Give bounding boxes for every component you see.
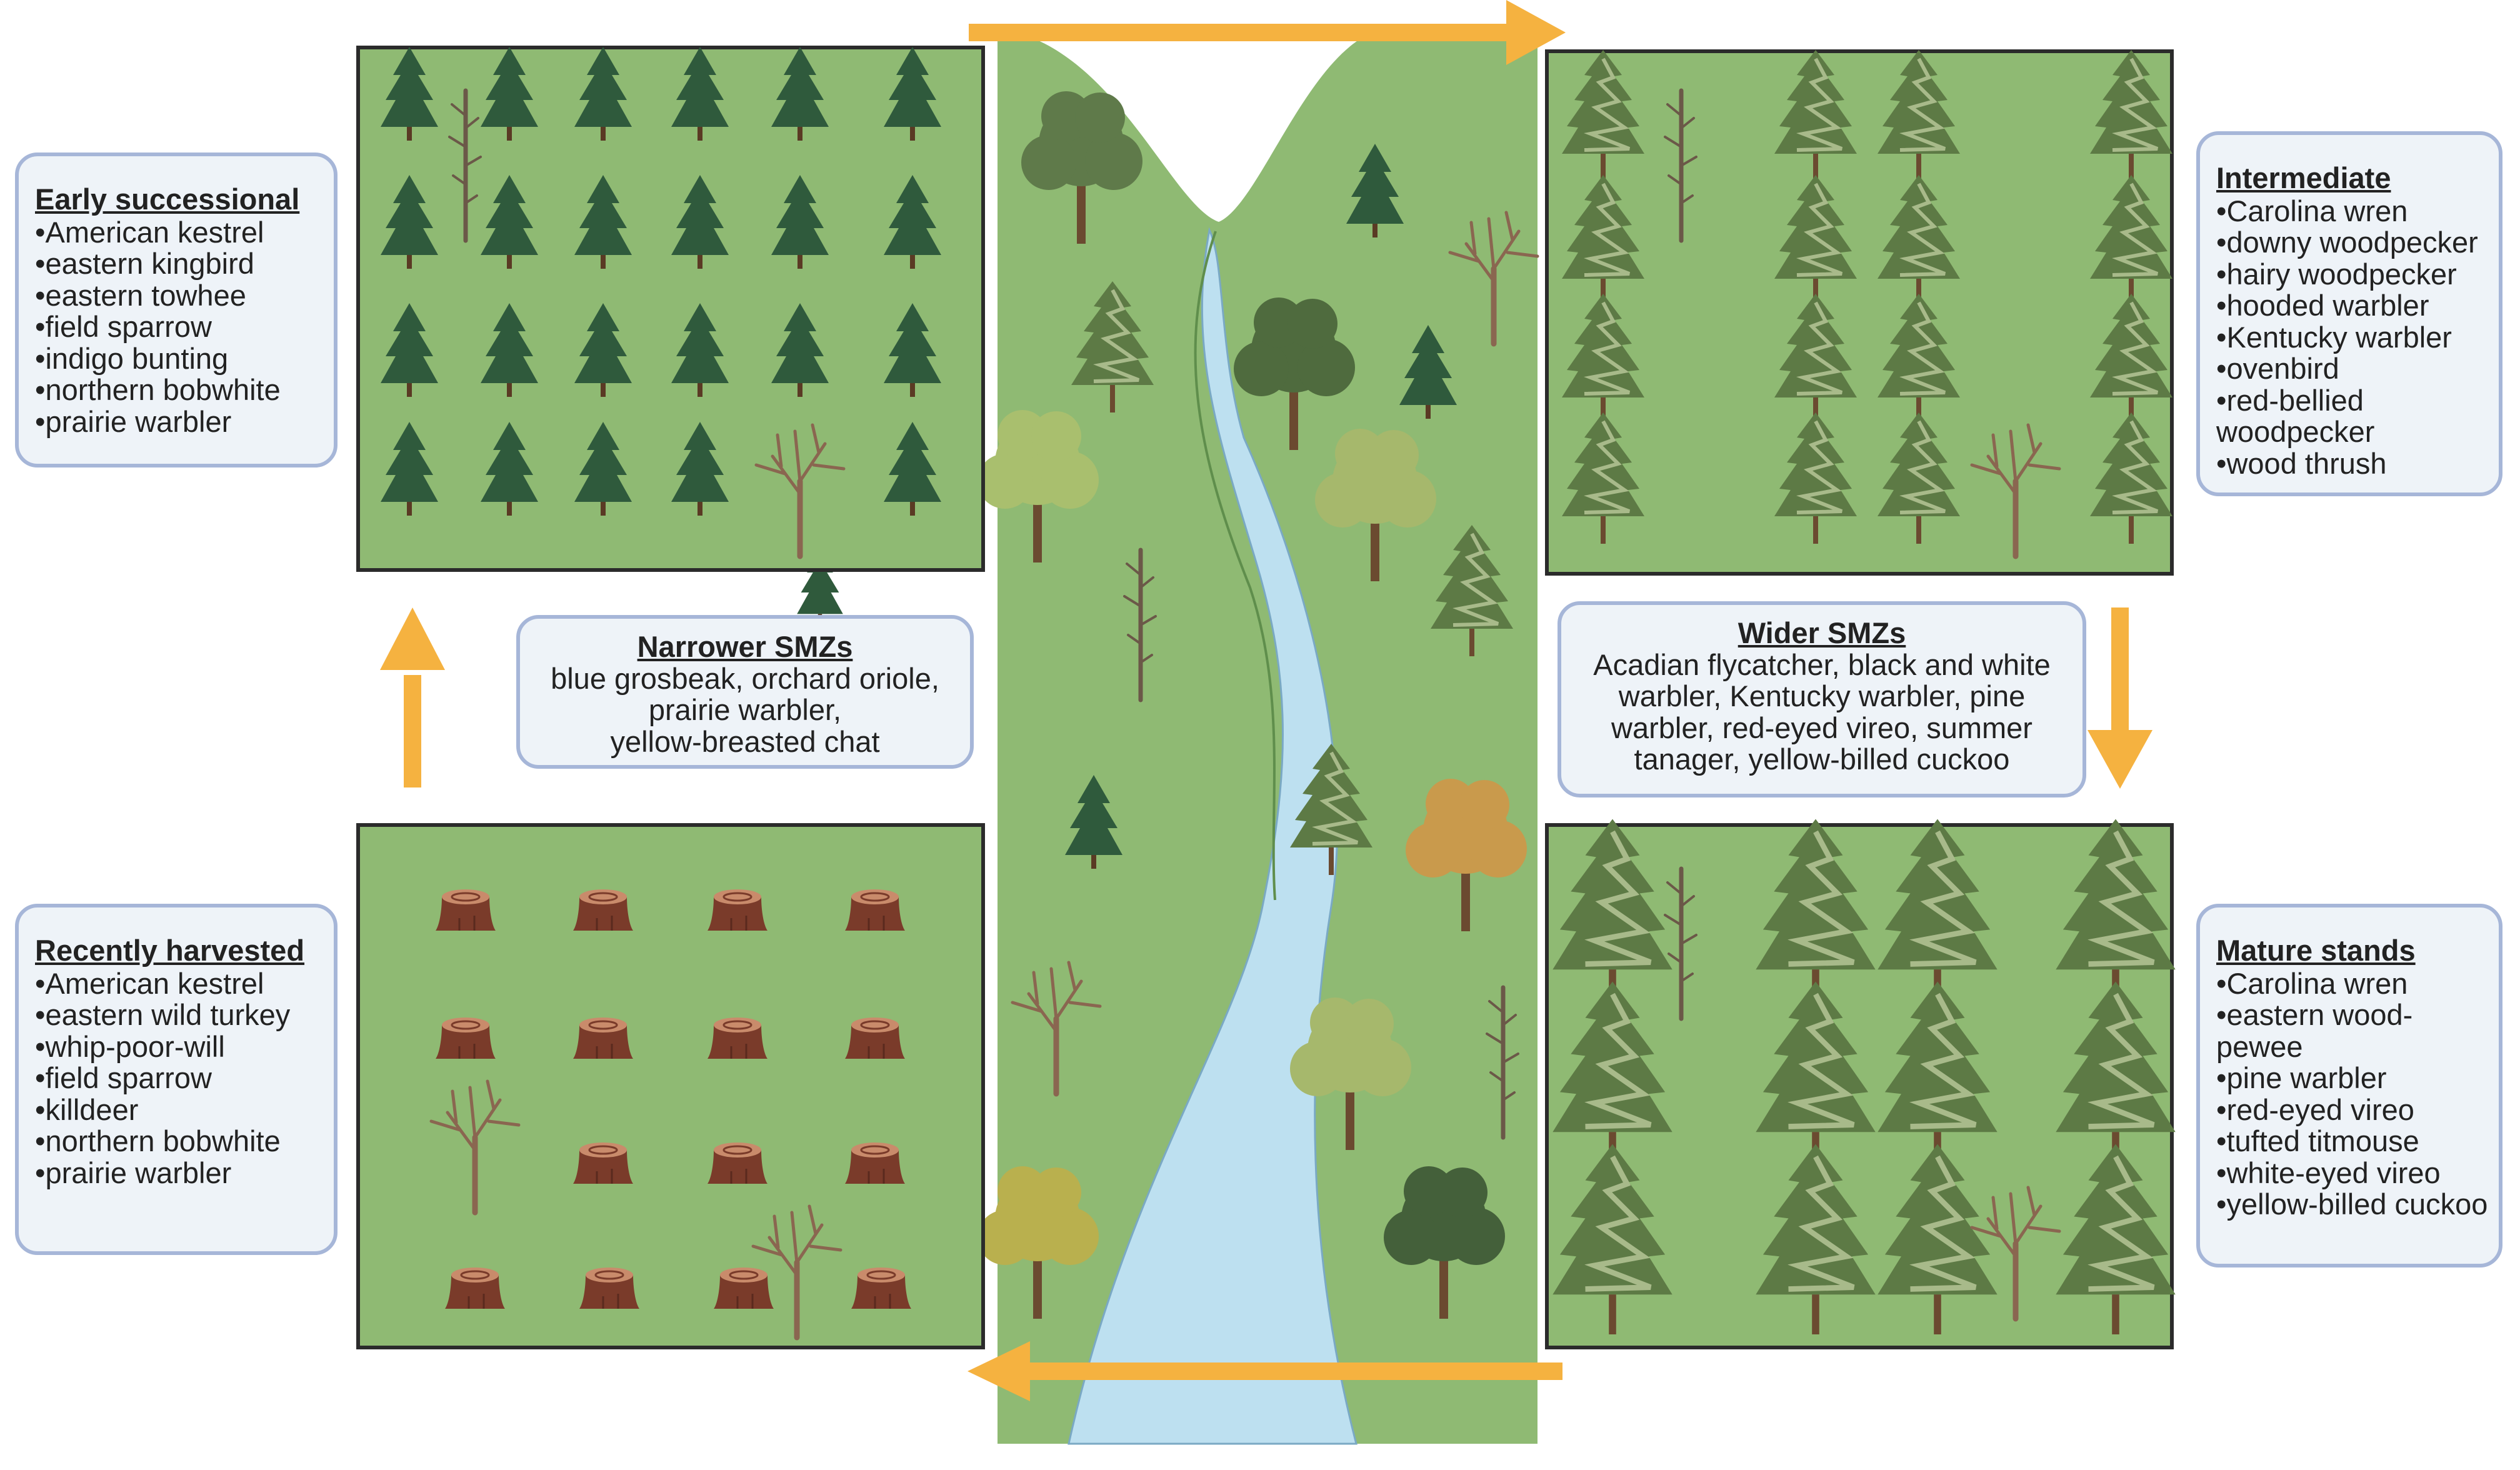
tree-stump-icon <box>706 888 769 932</box>
tree-stump-icon <box>434 888 497 932</box>
species-item: tufted titmouse <box>2216 1125 2499 1158</box>
tree-stump-icon <box>850 1266 912 1310</box>
cycle-arrow-icon <box>380 608 445 788</box>
species-item: Carolina wren <box>2216 968 2499 1000</box>
wider-smz-line: tanager, yellow-billed cuckoo <box>1634 742 2010 776</box>
panel-mature-stands <box>1545 819 2176 1349</box>
narrower-smz-line: blue grosbeak, orchard oriole, <box>551 661 939 695</box>
species-item: Carolina wren <box>2216 195 2499 228</box>
tree-stump-icon <box>706 1141 769 1185</box>
species-item: eastern towhee <box>35 279 334 312</box>
species-item: eastern kingbird <box>35 248 334 280</box>
species-item: red-eyed vireo <box>2216 1094 2499 1126</box>
tree-stump-icon <box>578 1266 641 1310</box>
panel-early-successional <box>356 46 985 572</box>
species-item: prairie warbler <box>35 406 334 438</box>
harvested-species-list: American kestrel eastern wild turkey whi… <box>35 968 334 1189</box>
species-item: hooded warbler <box>2216 289 2499 322</box>
tree-stump-icon <box>844 888 906 932</box>
tree-stump-icon <box>572 1016 634 1060</box>
tree-stump-icon <box>844 1016 906 1060</box>
species-item: Kentucky warbler <box>2216 321 2499 354</box>
recently-harvested-box: Recently harvested American kestrel east… <box>15 904 338 1255</box>
cycle-arrow-icon <box>2088 608 2152 789</box>
panel-recently-harvested <box>356 823 985 1349</box>
panel-intermediate <box>1545 49 2174 576</box>
tree-stump-icon <box>844 1141 906 1185</box>
panel-ground <box>356 46 985 572</box>
intermediate-title: Intermediate <box>2216 161 2391 194</box>
wider-smz-line: Acadian flycatcher, black and white <box>1593 648 2051 681</box>
valley-gap <box>1031 38 1362 222</box>
species-item: wood thrush <box>2216 448 2499 480</box>
mature-stands-box: Mature stands Carolina wren eastern wood… <box>2196 904 2502 1268</box>
tree-stump-icon <box>572 888 634 932</box>
tree-stump-icon <box>572 1141 634 1185</box>
cycle-arrow-icon <box>969 0 1566 65</box>
narrower-smz-line: prairie warbler, <box>648 693 842 726</box>
species-item: downy woodpecker <box>2216 226 2499 259</box>
species-item: pine warbler <box>2216 1062 2499 1094</box>
species-item: field sparrow <box>35 1062 334 1094</box>
early-species-list: American kestrel eastern kingbird easter… <box>35 216 334 438</box>
narrower-smz-title: Narrower SMZs <box>637 630 853 663</box>
species-item: ovenbird <box>2216 352 2499 385</box>
mature-species-list: Carolina wren eastern wood-pewee pine wa… <box>2216 968 2499 1221</box>
species-item: prairie warbler <box>35 1157 334 1189</box>
tree-stump-icon <box>444 1266 506 1310</box>
river-icon <box>1068 227 1358 1445</box>
narrower-smz-box: Narrower SMZs blue grosbeak, orchard ori… <box>516 615 974 769</box>
species-item: hairy woodpecker <box>2216 258 2499 291</box>
cycle-arrows <box>380 0 2152 1401</box>
species-item: red-bellied woodpecker <box>2216 384 2499 448</box>
tree-stump-icon <box>706 1016 769 1060</box>
species-item: eastern wood-pewee <box>2216 999 2499 1062</box>
wider-smz-box: Wider SMZs Acadian flycatcher, black and… <box>1558 601 2086 798</box>
wider-smz-line: warbler, red-eyed vireo, summer <box>1611 711 2032 744</box>
species-item: killdeer <box>35 1094 334 1126</box>
species-item: yellow-billed cuckoo <box>2216 1188 2499 1221</box>
cycle-arrow-icon <box>968 1341 1562 1401</box>
species-item: indigo bunting <box>35 342 334 375</box>
species-item: northern bobwhite <box>35 1125 334 1158</box>
species-item: American kestrel <box>35 216 334 249</box>
mature-stands-title: Mature stands <box>2216 934 2416 967</box>
intermediate-box: Intermediate Carolina wren downy woodpec… <box>2196 131 2502 496</box>
species-item: field sparrow <box>35 311 334 343</box>
wider-smz-line: warbler, Kentucky warbler, pine <box>1618 679 2026 712</box>
panel-ground <box>1545 49 2174 576</box>
species-item: whip-poor-will <box>35 1031 334 1063</box>
bank-line <box>1194 231 1276 901</box>
wider-smz-title: Wider SMZs <box>1738 616 1906 649</box>
recently-harvested-title: Recently harvested <box>35 934 305 967</box>
species-item: American kestrel <box>35 968 334 1000</box>
early-successional-box: Early successional American kestrel east… <box>15 152 338 468</box>
tree-stump-icon <box>712 1266 775 1310</box>
species-item: white-eyed vireo <box>2216 1157 2499 1189</box>
species-item: eastern wild turkey <box>35 999 334 1031</box>
species-item: northern bobwhite <box>35 374 334 406</box>
intermediate-species-list: Carolina wren downy woodpecker hairy woo… <box>2216 195 2499 480</box>
stream-corridor <box>998 38 1538 1445</box>
narrower-smz-line: yellow-breasted chat <box>610 724 880 758</box>
tree-stump-icon <box>434 1016 497 1060</box>
early-successional-title: Early successional <box>35 182 300 216</box>
